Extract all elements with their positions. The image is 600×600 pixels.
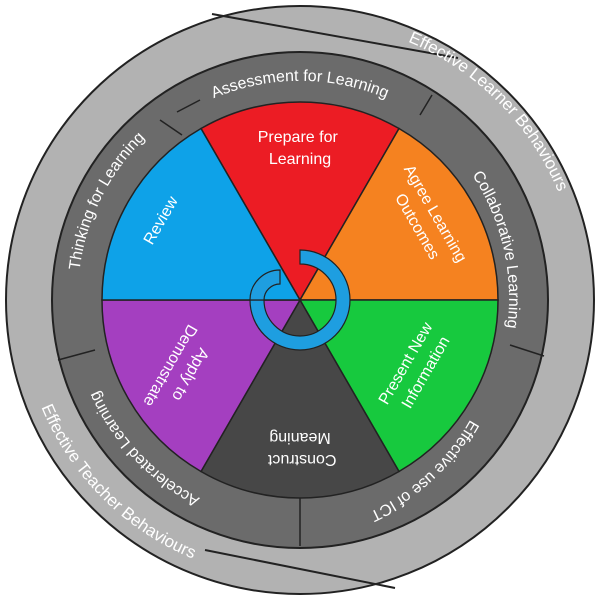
segment-label-construct: Construct Meaning [264,429,337,468]
segment-label-construct-line1: Construct [267,451,336,468]
segment-agree [298,127,499,301]
outer-ring-divider-bottom [204,549,396,589]
center-swirl-tail [249,269,281,301]
segment-review [101,127,302,301]
outer-ring-divider-top [211,13,459,59]
middle-ring-divider [176,99,201,113]
segment-label-prepare: Prepare for Learning [258,129,343,168]
middle-ring-divider [159,119,183,136]
center-swirl [249,249,351,351]
segment-construct [199,298,401,499]
segment-present [298,299,499,473]
center-swirl-shape [249,249,351,351]
segments-group [101,101,499,499]
middle-ring-divider [509,344,545,357]
middle-ring-divider [57,349,96,361]
segment-apply [101,299,302,473]
segment-label-prepare-line2: Learning [269,151,331,168]
segment-label-prepare-line1: Prepare for [258,129,339,146]
middle-ring-divider [419,94,433,116]
segment-label-construct-line2: Meaning [269,429,330,446]
segment-prepare [199,101,401,302]
